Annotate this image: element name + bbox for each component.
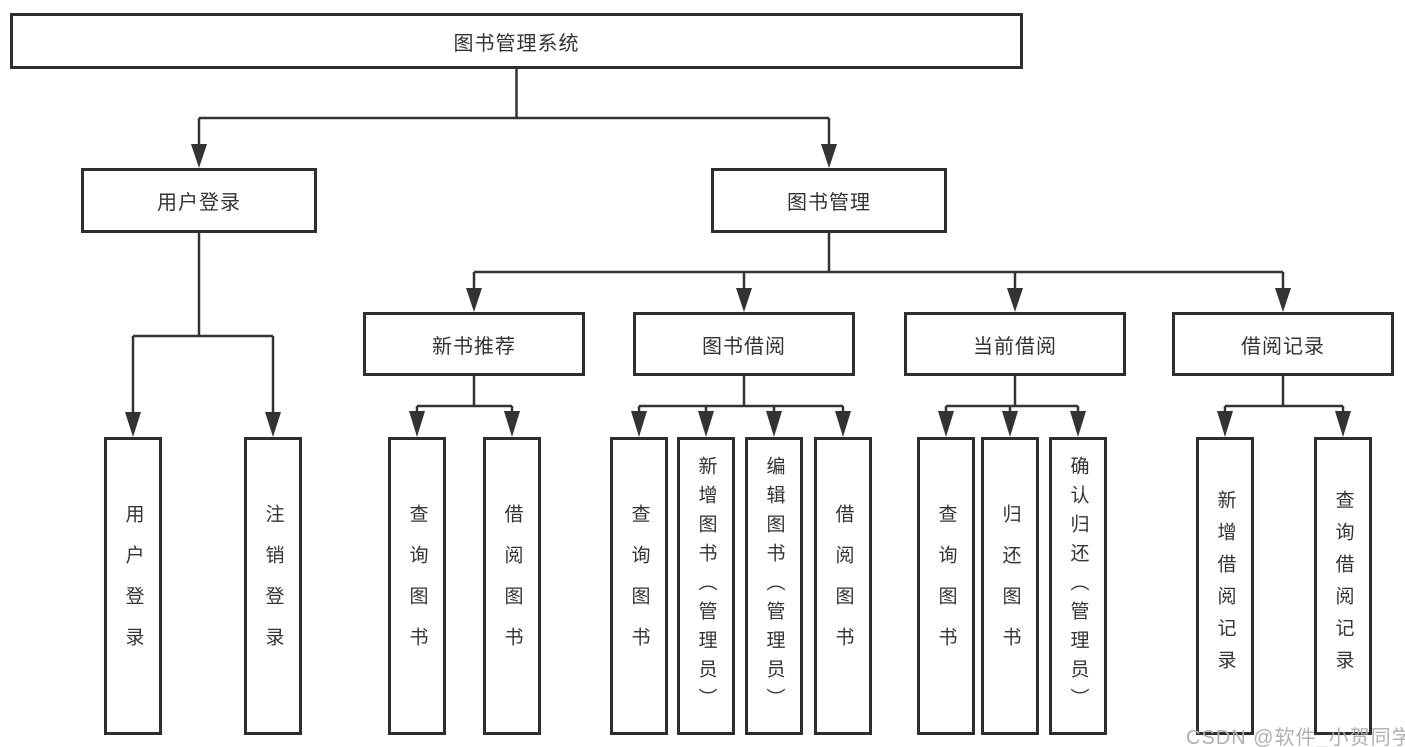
leaf-query-borrow-record: 查询借阅记录	[1314, 437, 1372, 735]
node-book-management: 图书管理	[711, 168, 947, 233]
leaf-user-login: 用户登录	[104, 437, 162, 735]
leaf-borrow-books-label: 借阅图书	[832, 504, 854, 668]
leaf-edit-books-admin: 编辑图书（管理员）	[745, 437, 803, 735]
csdn-watermark: CSDN @软件_小贺同学	[1186, 727, 1405, 747]
leaf-recommend-borrow-books-label: 借阅图书	[501, 504, 523, 668]
node-borrowing-records-label: 借阅记录	[1241, 335, 1325, 358]
node-current-borrowing-label: 当前借阅	[973, 335, 1057, 358]
leaf-borrow-query-books-label: 查询图书	[628, 504, 650, 668]
leaf-add-books-admin: 新增图书（管理员）	[677, 437, 735, 735]
leaf-logout: 注销登录	[244, 437, 302, 735]
leaf-recommend-query-books: 查询图书	[388, 437, 446, 735]
leaf-query-borrow-record-label: 查询借阅记录	[1332, 490, 1354, 682]
leaf-add-borrow-record-label: 新增借阅记录	[1214, 490, 1236, 682]
leaf-recommend-borrow-books: 借阅图书	[483, 437, 541, 735]
leaf-logout-label: 注销登录	[262, 504, 284, 668]
leaf-current-query-books: 查询图书	[917, 437, 975, 735]
leaf-return-books-label: 归还图书	[999, 504, 1021, 668]
leaf-recommend-query-books-label: 查询图书	[406, 504, 428, 668]
node-current-borrowing: 当前借阅	[904, 312, 1126, 376]
leaf-borrow-books: 借阅图书	[814, 437, 872, 735]
leaf-add-books-admin-label: 新增图书（管理员）	[695, 455, 717, 717]
leaf-user-login-label: 用户登录	[122, 504, 144, 668]
node-library-system: 图书管理系统	[10, 13, 1023, 69]
leaf-return-books: 归还图书	[981, 437, 1039, 735]
leaf-current-query-books-label: 查询图书	[935, 504, 957, 668]
leaf-confirm-return-admin-label: 确认归还（管理员）	[1067, 455, 1089, 717]
leaf-borrow-query-books: 查询图书	[610, 437, 668, 735]
node-new-book-recommend-label: 新书推荐	[432, 335, 516, 358]
node-book-borrowing-label: 图书借阅	[702, 335, 786, 358]
leaf-confirm-return-admin: 确认归还（管理员）	[1049, 437, 1107, 735]
node-new-book-recommend: 新书推荐	[363, 312, 585, 376]
node-library-system-label: 图书管理系统	[453, 32, 580, 55]
leaf-add-borrow-record: 新增借阅记录	[1196, 437, 1254, 735]
node-book-borrowing: 图书借阅	[633, 312, 855, 376]
node-book-management-label: 图书管理	[787, 192, 871, 214]
node-borrowing-records: 借阅记录	[1172, 312, 1394, 376]
node-user-login-branch-label: 用户登录	[157, 192, 241, 214]
node-user-login-branch: 用户登录	[81, 168, 317, 233]
leaf-edit-books-admin-label: 编辑图书（管理员）	[763, 455, 785, 717]
